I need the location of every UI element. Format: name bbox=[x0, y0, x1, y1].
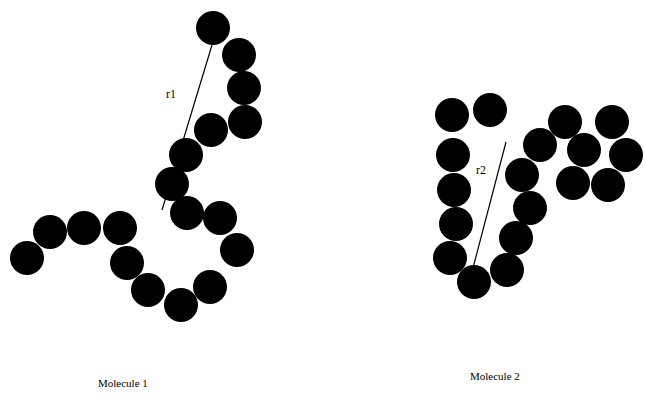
monomer-bead bbox=[222, 38, 256, 72]
monomer-bead bbox=[227, 71, 261, 105]
monomer-bead bbox=[435, 98, 469, 132]
molecule-caption: Molecule 1 bbox=[98, 378, 148, 389]
monomer-bead bbox=[548, 105, 582, 139]
monomer-bead bbox=[437, 173, 471, 207]
distance-label: r2 bbox=[476, 164, 486, 176]
monomer-bead bbox=[194, 113, 228, 147]
monomer-bead bbox=[193, 270, 227, 304]
monomer-bead bbox=[155, 167, 189, 201]
monomer-bead bbox=[505, 158, 539, 192]
monomer-bead bbox=[169, 138, 203, 172]
monomer-bead bbox=[228, 105, 262, 139]
monomer-bead bbox=[609, 138, 643, 172]
monomer-bead bbox=[67, 211, 101, 245]
monomer-bead bbox=[556, 166, 590, 200]
monomer-bead bbox=[499, 221, 533, 255]
monomer-bead bbox=[103, 211, 137, 245]
monomer-bead bbox=[436, 138, 470, 172]
monomer-bead bbox=[595, 105, 629, 139]
end-to-end-vector bbox=[162, 45, 212, 210]
monomer-bead bbox=[220, 233, 254, 267]
molecule-chain bbox=[433, 93, 643, 299]
monomer-bead bbox=[433, 241, 467, 275]
monomer-bead bbox=[523, 128, 557, 162]
monomer-bead bbox=[203, 201, 237, 235]
monomer-bead bbox=[490, 253, 524, 287]
monomer-bead bbox=[10, 241, 44, 275]
monomer-bead bbox=[164, 288, 198, 322]
monomer-bead bbox=[473, 93, 507, 127]
monomer-bead bbox=[439, 207, 473, 241]
monomer-bead bbox=[591, 168, 625, 202]
monomer-bead bbox=[33, 215, 67, 249]
monomer-bead bbox=[170, 196, 204, 230]
end-to-end-vector bbox=[473, 142, 506, 268]
monomer-bead bbox=[196, 11, 230, 45]
monomer-bead bbox=[110, 246, 144, 280]
monomer-bead bbox=[457, 265, 491, 299]
molecule-chain bbox=[10, 11, 262, 322]
monomer-bead bbox=[567, 133, 601, 167]
monomer-bead bbox=[131, 273, 165, 307]
monomer-bead bbox=[513, 191, 547, 225]
molecule-caption: Molecule 2 bbox=[470, 371, 520, 382]
distance-label: r1 bbox=[166, 88, 176, 100]
